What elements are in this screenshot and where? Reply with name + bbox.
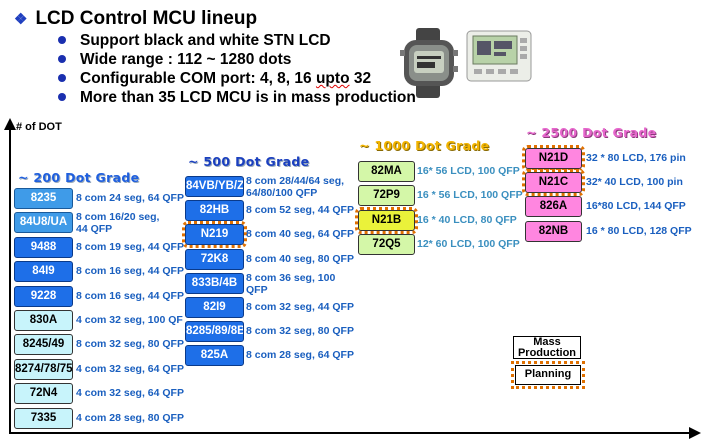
mcu-spec-text: 8 com 28 seg, 64 QFP: [246, 349, 354, 362]
mcu-spec-text: 8 com 19 seg, 44 QFP: [76, 240, 184, 253]
grade-500-title: ~ 500 Dot Grade: [188, 154, 310, 169]
y-axis-arrow-icon: [4, 118, 16, 130]
mcu-chip-84vb-yb-zb: 84VB/YB/ZB: [185, 176, 244, 197]
grade-1000-title: ~ 1000 Dot Grade: [359, 138, 490, 153]
legend-mass-production: Mass Production: [513, 336, 581, 359]
bullet-dot-icon: [58, 54, 66, 63]
mcu-spec-text: 12* 60 LCD, 100 QFP: [417, 238, 520, 251]
x-axis-arrow-icon: [689, 427, 701, 439]
lcd-watch-image: [400, 28, 458, 98]
y-axis-label: # of DOT: [16, 121, 62, 133]
legend-planning-label: Planning: [524, 368, 572, 380]
y-axis: [9, 128, 11, 433]
mcu-chip-8245-49: 8245/49: [14, 334, 73, 356]
bullet-item: Support black and white STN LCD: [58, 32, 331, 50]
mcu-chip-n21d: N21D: [522, 145, 585, 172]
mcu-spec-text: 16 * 80 LCD, 128 QFP: [586, 224, 692, 237]
mcu-spec-text: 8 com 52 seg, 44 QFP: [246, 204, 354, 217]
mcu-spec-text: 16 * 40 LCD, 80 QFP: [417, 213, 517, 226]
mcu-spec-text: 8 com 40 seg, 64 QFP: [246, 228, 354, 241]
mcu-chip-830a: 830A: [14, 310, 73, 331]
mcu-chip-82ma: 82MA: [358, 161, 415, 182]
grade-200-title: ~ 200 Dot Grade: [18, 170, 140, 185]
mcu-spec-text: 8 com 28/44/64 seg, 64/80/100 QFP: [246, 175, 345, 199]
mcu-spec-text: 16 * 56 LCD, 100 QFP: [417, 189, 523, 202]
mcu-spec-text: 8 com 16 seg, 44 QFP: [76, 289, 184, 302]
mcu-chip-72q5: 72Q5: [358, 234, 415, 256]
legend-planning: Planning: [511, 361, 585, 389]
bullet-item: Configurable COM port: 4, 8, 16 upto 32: [58, 70, 371, 88]
mcu-spec-text: 4 com 32 seg, 64 QFP: [76, 387, 184, 400]
grade-2500-title: ~ 2500 Dot Grade: [526, 125, 657, 140]
mcu-spec-text: 8 com 40 seg, 80 QFP: [246, 252, 354, 265]
mcu-spec-text: 8 com 16/20 seg, 44 QFP: [76, 211, 160, 236]
mcu-chip-72k8: 72K8: [185, 248, 244, 270]
mcu-spec-text: 32 * 80 LCD, 176 pin: [586, 152, 686, 164]
bullet-dot-icon: [58, 35, 66, 44]
mcu-spec-text: 4 com 28 seg, 80 QFP: [76, 411, 184, 424]
mcu-chip-n219: N219: [182, 221, 247, 249]
mcu-chip-8285-89-8b: 8285/89/8B: [185, 321, 244, 343]
mcu-chip-72p9: 72P9: [358, 185, 415, 207]
mcu-chip-833b-4b: 833B/4B: [185, 272, 244, 294]
mcu-spec-text: 8 com 32 seg, 44 QFP: [246, 301, 354, 313]
bullet-dot-icon: [58, 73, 66, 82]
mcu-spec-text: 8 com 16 seg, 44 QFP: [76, 265, 184, 278]
mcu-spec-text: 32* 40 LCD, 100 pin: [586, 176, 683, 189]
page-title: ❖LCD Control MCU lineup: [14, 8, 258, 29]
bullet-dot-icon: [58, 92, 66, 101]
mcu-spec-text: 16*80 LCD, 144 QFP: [586, 200, 686, 213]
mcu-chip-82i9: 82I9: [185, 297, 244, 318]
mcu-spec-text: 8 com 32 seg, 80 QFP: [76, 338, 184, 351]
mcu-chip-826a: 826A: [525, 196, 582, 218]
mcu-chip-n21b: N21B: [355, 206, 418, 234]
mcu-spec-text: 4 com 32 seg, 100 QF: [76, 314, 183, 326]
mcu-chip-8235: 8235: [14, 188, 73, 209]
x-axis: [9, 432, 697, 434]
mcu-spec-text: 8 com 24 seg, 64 QFP: [76, 192, 184, 204]
mcu-chip-825a: 825A: [185, 345, 244, 367]
bullet-item: More than 35 LCD MCU is in mass producti…: [58, 89, 416, 107]
mcu-spec-text: 8 com 36 seg, 100 QFP: [246, 271, 336, 296]
mcu-chip-82nb: 82NB: [525, 220, 582, 242]
mcu-chip-72n4: 72N4: [14, 383, 73, 405]
mcu-spec-text: 4 com 32 seg, 64 QFP: [76, 362, 184, 375]
mcu-chip-82hb: 82HB: [185, 200, 244, 222]
mcu-spec-text: 16* 56 LCD, 100 QFP: [417, 165, 520, 177]
mcu-chip-7335: 7335: [14, 407, 73, 429]
mcu-chip-84i9: 84I9: [14, 261, 73, 283]
lcd-thermostat-image: [466, 30, 532, 82]
legend-mass-production-label: Mass Production: [517, 336, 577, 359]
mcu-spec-text: 8 com 32 seg, 80 QFP: [246, 325, 354, 338]
diamond-bullet-icon: ❖: [14, 11, 28, 28]
bullet-item: Wide range : 112 ~ 1280 dots: [58, 51, 291, 69]
mcu-chip-84u8-ua: 84U8/UA: [14, 212, 73, 234]
mcu-chip-n21c: N21C: [522, 169, 585, 197]
mcu-chip-9488: 9488: [14, 236, 73, 258]
mcu-chip-9228: 9228: [14, 285, 73, 307]
mcu-chip-8274-78-75: 8274/78/75: [14, 358, 73, 380]
